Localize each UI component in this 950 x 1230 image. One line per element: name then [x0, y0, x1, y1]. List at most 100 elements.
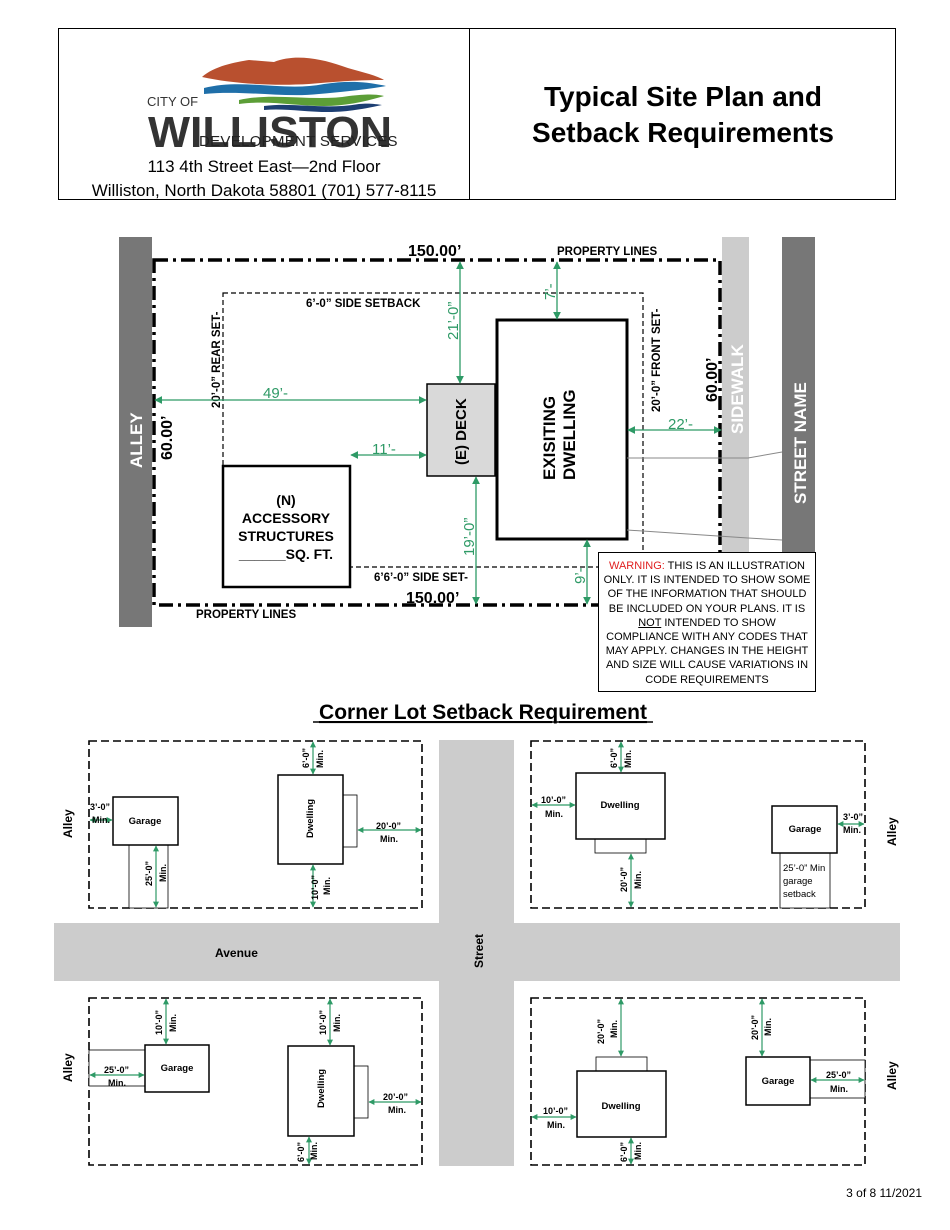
accessory-rect [221, 464, 352, 589]
tl-dwelling [277, 774, 344, 865]
bl-dwelling [287, 1045, 355, 1137]
alley-strip [119, 237, 152, 627]
sidewalk-label: SIDEWALK [728, 344, 747, 434]
tr-garage-label: Garage [789, 824, 822, 835]
deck-label: (E) DECK [453, 398, 470, 465]
street-label: Street [472, 934, 486, 968]
tr-dwelling [575, 772, 666, 840]
br-garage-driveway [809, 1059, 866, 1099]
tr-dim-3-min: Min. [843, 825, 861, 835]
rear-setback-label: 20’-0” REAR SET- [211, 311, 223, 408]
alley-label: ALLEY [127, 412, 146, 468]
corner-lot-title: Corner Lot Setback Requirement [319, 701, 647, 724]
logo-subtitle: DEVELOPMENT SERVICES [199, 133, 398, 150]
tr-garage-note-2: garage [783, 876, 813, 887]
dim-label-21: 21’-0” [445, 302, 462, 340]
utility-line-upper [627, 451, 783, 459]
bl-garage-label: Garage [161, 1063, 194, 1074]
deck-rect [426, 383, 496, 477]
tr-dwelling-label: Dwelling [600, 800, 639, 811]
br-dim-10-min: Min. [547, 1120, 565, 1130]
warning-not: NOT [638, 616, 662, 629]
dwelling-label-2: DWELLING [560, 389, 579, 480]
bl-dim-25-label: 25’-0” [104, 1065, 129, 1075]
tr-dim-10-min: Min. [545, 809, 563, 819]
br-dwelling [576, 1070, 667, 1138]
br-dim-10-label: 10’-0” [543, 1106, 568, 1116]
logo-wave-green [239, 94, 384, 106]
address-line-1: 113 4th Street East—2nd Floor [147, 157, 381, 176]
depth-left-label: 60.00’ [159, 416, 176, 460]
property-lines-top-label: PROPERTY LINES [557, 246, 657, 258]
side-setback-bottom-label: 6’6’-0” SIDE SET- [374, 572, 468, 584]
br-dim-6-label: 6’-0” [619, 1142, 629, 1162]
address-line-2: Williston, North Dakota 58801 (701) 577-… [91, 181, 437, 200]
bl-dwelling-porch [353, 1065, 369, 1119]
bl-dim-6-label: 6’-0” [296, 1142, 306, 1162]
tl-dim-25-label: 25’-0” [144, 861, 154, 886]
title-line-1: Typical Site Plan and [543, 81, 822, 112]
dim-label-7: 7’- [542, 283, 559, 300]
warning-text-b: INTENDED TO SHOW COMPLIANCE WITH ANY COD… [605, 616, 809, 686]
br-dim-6-min: Min. [633, 1142, 643, 1160]
tr-garage-driveway [779, 852, 831, 909]
tr-dim-6-label: 6’-0” [609, 748, 619, 768]
page-footer: 3 of 8 11/2021 [846, 1186, 922, 1200]
tr-garage [771, 805, 838, 854]
tl-garage-driveway [128, 844, 169, 909]
tr-dim-20-label: 20’-0” [619, 867, 629, 892]
bl-dim-10b-min: Min. [332, 1014, 342, 1032]
tl-dim-10-label: 10’-0” [310, 875, 320, 900]
br-garage [745, 1056, 811, 1106]
title-line-2: Setback Requirements [532, 117, 834, 148]
tl-dim-6-label: 6’-0” [301, 748, 311, 768]
tl-dim-10-min: Min. [322, 877, 332, 895]
alley-label-tl: Alley [61, 809, 75, 838]
br-dim-20-min: Min. [609, 1020, 619, 1038]
logo-name: WILLISTON [148, 108, 392, 154]
tr-garage-note-1: 25’-0” Min [783, 863, 825, 874]
tl-garage [112, 796, 179, 846]
bl-dwelling-label: Dwelling [316, 1069, 327, 1108]
tl-dim-3-label: 3’-0” [90, 802, 110, 812]
logo-wave-navy [264, 103, 382, 112]
street-name-label: STREET NAME [791, 382, 810, 504]
br-dim-25-min: Min. [830, 1084, 848, 1094]
avenue-road [54, 923, 900, 981]
tl-dwelling-label: Dwelling [305, 799, 316, 838]
tr-garage-note-3: setback [783, 889, 816, 900]
tr-dim-6-min: Min. [623, 750, 633, 768]
width-bottom-label: 150.00’ [406, 590, 459, 607]
site-plan-diagram: ALLEY SIDEWALK STREET NAME 150.00’ 150.0… [119, 237, 815, 627]
bl-dim-10-min: Min. [168, 1014, 178, 1032]
accessory-label-2: ACCESSORY [242, 510, 331, 526]
dwelling-label-1: EXISITING [540, 396, 559, 480]
alley-label-tr: Alley [885, 817, 899, 846]
street-strip [782, 237, 815, 555]
bl-dim-10b-label: 10’-0” [318, 1010, 328, 1035]
tl-dim-25-min: Min. [158, 864, 168, 882]
williston-logo: CITY OF WILLISTON [147, 57, 392, 154]
accessory-label-1: (N) [276, 492, 295, 508]
dim-label-49: 49’- [263, 385, 288, 402]
tl-dim-20-label: 20’-0” [376, 821, 401, 831]
br-dim-25-label: 25’-0” [826, 1070, 851, 1080]
lot-top-right [530, 740, 866, 909]
logo-wave-blue [204, 81, 386, 96]
br-dwelling-label: Dwelling [601, 1101, 640, 1112]
utility-line-lower [626, 529, 783, 541]
alley-label-br: Alley [885, 1061, 899, 1090]
warning-box: WARNING: THIS IS AN ILLUSTRATION ONLY. I… [598, 552, 816, 692]
bl-dim-25-min: Min. [108, 1078, 126, 1088]
dim-label-19: 19’-0” [461, 518, 478, 556]
tr-dim-10-label: 10’-0” [541, 795, 566, 805]
bl-dim-10-label: 10’-0” [154, 1010, 164, 1035]
tl-dim-6-min: Min. [315, 750, 325, 768]
lot-bottom-right [530, 997, 866, 1166]
br-dim-20-label: 20’-0” [596, 1019, 606, 1044]
property-lines-bottom-label: PROPERTY LINES [196, 609, 296, 621]
lot-top-left [88, 740, 423, 909]
tl-dwelling-porch [342, 794, 358, 848]
tr-dim-20-min: Min. [633, 871, 643, 889]
br-dim-20b-min: Min. [763, 1018, 773, 1036]
